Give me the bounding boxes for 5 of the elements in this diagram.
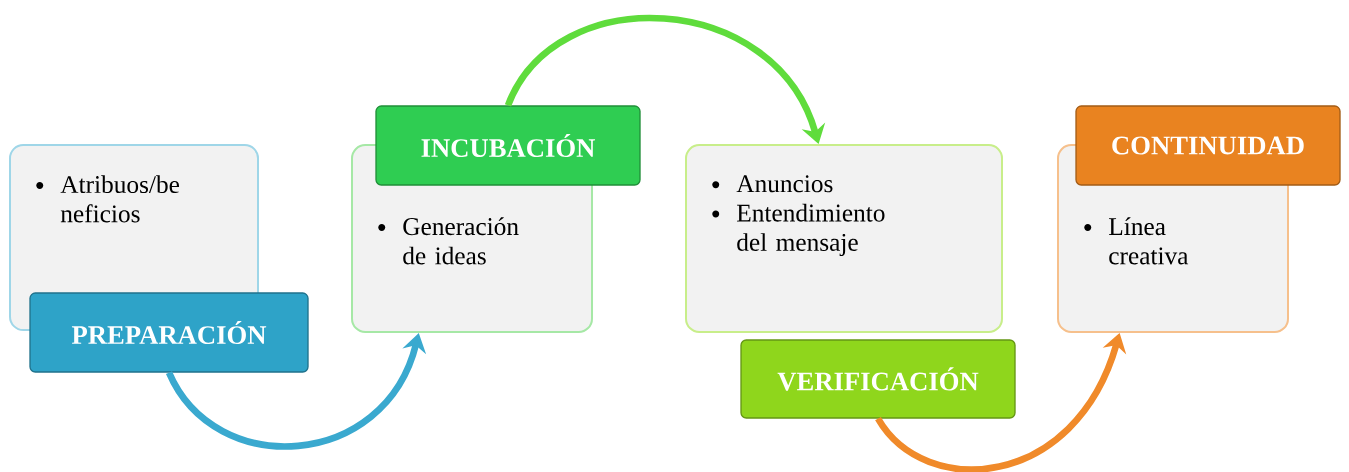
title-banner: PREPARACIÓN xyxy=(29,292,309,373)
text-box: Anuncios Entendimiento del mensaje xyxy=(685,144,1003,333)
title-banner: CONTINUIDAD xyxy=(1075,105,1341,186)
title-banner: INCUBACIÓN xyxy=(375,105,641,186)
title-banner: VERIFICACIÓN xyxy=(740,339,1016,419)
